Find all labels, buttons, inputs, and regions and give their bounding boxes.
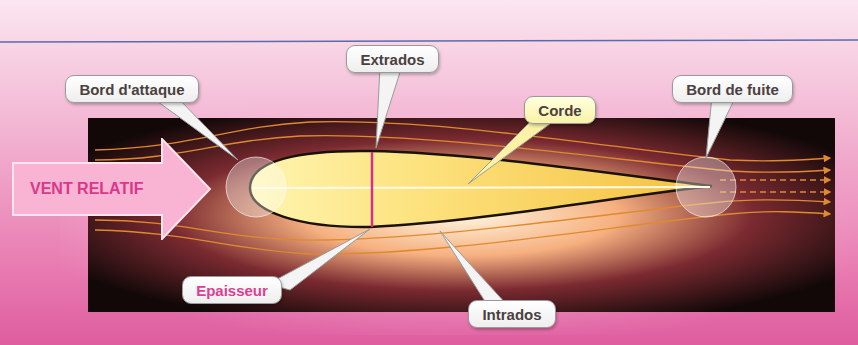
callout-text: Bord de fuite (686, 81, 779, 98)
callout-text: Epaisseur (196, 282, 268, 299)
airfoil-profile (250, 151, 712, 227)
callout-bubble: Intrados (468, 300, 556, 328)
callout-text: Bord d'attaque (79, 81, 184, 98)
thickness-line (371, 152, 374, 227)
callout-bubble: Extrados (346, 45, 439, 73)
chord-line (252, 187, 710, 188)
callout-bubble: Epaisseur (182, 276, 282, 304)
leading-edge-circle (226, 157, 286, 217)
callout-bubble: Corde (524, 96, 596, 124)
callout-text: Intrados (482, 306, 541, 323)
callout-text: Extrados (360, 51, 424, 68)
wind-arrow: VENT RELATIF (12, 138, 212, 240)
callout-bubble: Bord d'attaque (65, 75, 199, 103)
callout-bubble: Bord de fuite (672, 75, 793, 103)
callout-text: Corde (538, 102, 581, 119)
top-rule (0, 40, 858, 42)
arrow-label: VENT RELATIF (30, 180, 143, 198)
trailing-edge-circle (676, 157, 736, 217)
dark-panel (88, 118, 835, 312)
callout-tails (150, 66, 736, 306)
